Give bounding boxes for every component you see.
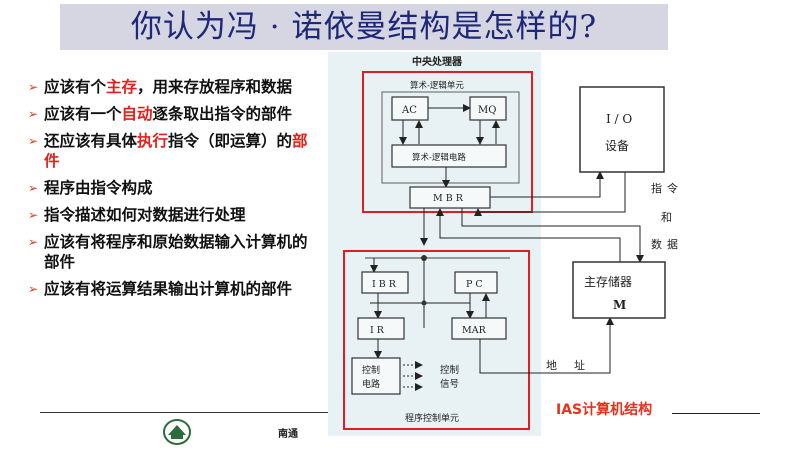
- main-memory: [572, 261, 666, 319]
- program-control-frame: [343, 250, 530, 430]
- ir-label: I R: [370, 325, 385, 336]
- university-logo-icon: [163, 419, 191, 445]
- mbr-to-memory-line: [461, 208, 644, 263]
- bullet-item: ➢指令描述如何对数据进行处理: [28, 206, 246, 224]
- alu-circuit-label: 算术-逻辑电路: [412, 152, 466, 163]
- page-title: 你认为冯 · 诺依曼结构是怎样的?: [130, 9, 598, 45]
- io-label-2: 设备: [605, 139, 629, 153]
- control-signal-label-2: 信号: [440, 378, 459, 390]
- bullet-arrow-icon: ➢: [28, 235, 39, 249]
- bullet-arrow-icon: ➢: [28, 107, 39, 121]
- mar-register: [451, 317, 507, 340]
- io-label-1: I / O: [606, 112, 632, 126]
- bullet-list: ➢应该有个主存，用来存放程序和数据 ➢应该有一个自动逐条取出指令的部件 ➢还应该…: [28, 77, 318, 306]
- bus-junction: [421, 300, 427, 306]
- footer-divider: [40, 412, 328, 413]
- control-circuit: [351, 357, 401, 395]
- bullet-arrow-icon: ➢: [28, 134, 39, 148]
- control-circuit-label-2: 电路: [362, 378, 380, 390]
- bullet-arrow-icon: ➢: [28, 181, 39, 195]
- ac-label: AC: [401, 105, 417, 116]
- bullet-arrow-icon: ➢: [28, 80, 39, 94]
- bullet-item: ➢程序由指令构成: [28, 179, 153, 197]
- bullet-item: ➢应该有一个自动逐条取出指令的部件: [28, 105, 293, 123]
- mar-label: MAR: [462, 325, 487, 336]
- io-to-mbr-line: [474, 172, 626, 216]
- pc-label: P C: [466, 279, 483, 290]
- bullet-arrow-icon: ➢: [28, 282, 39, 296]
- address-label-1: 地: [546, 359, 557, 372]
- control-signal-label-1: 控制: [440, 364, 459, 376]
- instruction-data-label-3: 和: [661, 211, 672, 224]
- control-circuit-label-1: 控制: [362, 364, 380, 376]
- io-device: [579, 86, 665, 173]
- instruction-data-label-1: 指: [651, 181, 662, 195]
- mbr-to-io-line: [490, 171, 604, 198]
- diagram-caption: IAS计算机结构: [556, 402, 653, 418]
- title-bar: [60, 4, 668, 50]
- main-memory-label-2: M: [613, 298, 626, 312]
- bullet-item: ➢还应该有具体执行指令（即运算）的部件: [28, 132, 308, 170]
- instruction-data-label-2: 令: [667, 181, 678, 195]
- mbr-label: M B R: [433, 193, 464, 204]
- program-control-unit-label: 程序控制单元: [405, 412, 459, 424]
- memory-to-mbr-line: [436, 208, 621, 262]
- address-label-2: 址: [574, 358, 585, 372]
- bullet-arrow-icon: ➢: [28, 208, 39, 222]
- instruction-data-label-4: 数: [651, 238, 662, 251]
- alu-inner-frame: [381, 91, 520, 184]
- alu-unit-label: 算术-逻辑单元: [410, 80, 464, 91]
- main-memory-label-1: 主存储器: [584, 274, 632, 289]
- caption-underline: [672, 413, 760, 414]
- address-line: [479, 317, 614, 374]
- alu-circuit: [391, 144, 507, 168]
- ir-register: [357, 317, 405, 340]
- bullet-item: ➢应该有将运算结果输出计算机的部件: [28, 280, 293, 298]
- footer-text: 南通: [278, 429, 298, 440]
- ibr-register: [361, 271, 409, 294]
- mq-label: MQ: [478, 105, 496, 116]
- cpu-label: 中央处理器: [412, 55, 463, 68]
- bullet-item: ➢应该有将程序和原始数据输入计算机的部件: [28, 233, 308, 271]
- alu-frame: [362, 71, 533, 213]
- ibr-label: I B R: [372, 279, 397, 290]
- pc-register: [454, 271, 498, 294]
- instruction-data-label-5: 据: [667, 237, 678, 251]
- bullet-item: ➢应该有个主存，用来存放程序和数据: [28, 78, 293, 96]
